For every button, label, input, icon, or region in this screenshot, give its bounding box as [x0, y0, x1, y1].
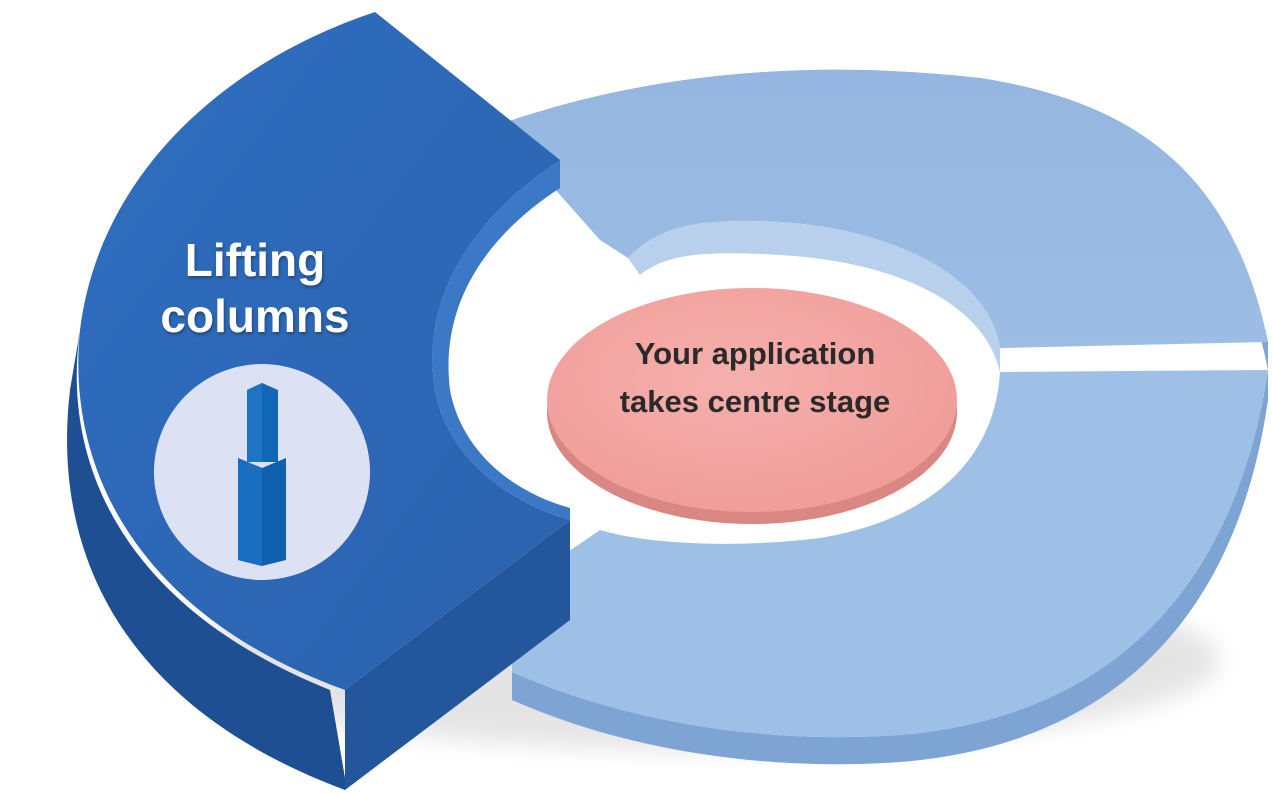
segment-left-front	[345, 520, 570, 790]
center-label-line-2: takes centre stage	[619, 384, 891, 419]
segment-left-inner-wall	[432, 160, 570, 520]
center-disc	[547, 288, 957, 512]
center-label-line-1: Your application	[634, 336, 876, 371]
segment-bottom	[512, 370, 1268, 738]
center-label: Your application takes centre stage	[560, 330, 950, 426]
segment-bottom-side	[512, 370, 1268, 765]
segment-label-line-2: columns	[160, 290, 350, 342]
segment-label-lifting-columns: Lifting columns	[120, 232, 390, 344]
lifting-column-icon	[238, 383, 286, 566]
segment-upper-right	[498, 69, 1268, 348]
segment-label-line-1: Lifting	[184, 234, 326, 286]
segment-left-side	[67, 330, 345, 790]
segment-upper-right-inner-wall	[628, 220, 1000, 372]
